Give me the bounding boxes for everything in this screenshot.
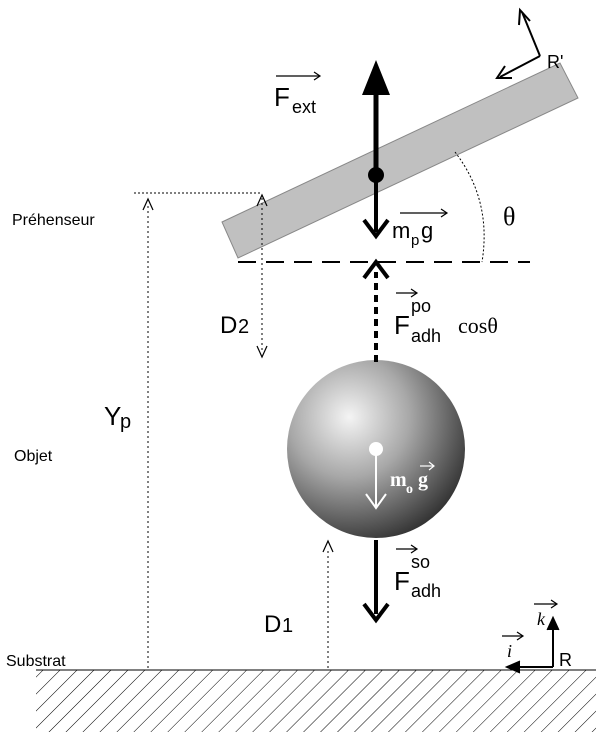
fadh-po-arrow-head (362, 258, 390, 280)
r-axis-k-head (546, 615, 560, 631)
fext-symbol: F (274, 82, 290, 112)
i-label: i (507, 641, 512, 661)
fadh-po-subscript: adh (411, 326, 441, 346)
r-label: R (559, 650, 572, 670)
theta-arc (454, 151, 485, 263)
r-prime-label: R' (547, 52, 563, 72)
mog-arrow-head (365, 493, 387, 510)
fadh-po-vector-tip (410, 288, 419, 298)
r-prime-axis-2 (499, 55, 541, 78)
mog-g: g (418, 469, 428, 491)
sphere-center-point (369, 442, 383, 456)
r-prime-axis-2-head (495, 65, 512, 79)
fadh-so-superscript: so (411, 552, 430, 572)
label-prehenseur: Préhenseur (12, 212, 95, 229)
yp-symbol: Y (104, 401, 121, 431)
gripper-bar (221, 62, 579, 259)
fext-subscript: ext (292, 97, 316, 117)
fadh-so-vector-tip (410, 544, 419, 554)
fext-arrow-head (362, 60, 390, 95)
label-substrat: Substrat (6, 653, 66, 670)
i-vector-tip (516, 631, 525, 641)
d1-arrow-head (322, 539, 334, 553)
d2-symbol: D (220, 312, 237, 339)
label-objet: Objet (14, 448, 53, 465)
r-prime-axis-1-head (518, 7, 531, 26)
k-vector-tip (550, 599, 559, 609)
fext-vector-tip (313, 71, 322, 81)
mog-vector-tip (428, 461, 435, 471)
d2-arrow-bottom (256, 345, 268, 359)
yp-arrow-head (142, 197, 154, 211)
mog-subscript: o (406, 482, 413, 497)
k-label: k (537, 609, 546, 629)
fadh-so-arrow-head (362, 602, 390, 624)
mpg-arrow-head (362, 218, 390, 240)
fadh-po-symbol: F (394, 310, 410, 340)
gripper-center-point (368, 167, 384, 183)
yp-subscript: p (120, 411, 131, 433)
fadh-so-symbol: F (394, 566, 410, 596)
d2-subscript: 2 (238, 316, 249, 338)
substrate-hatch (36, 670, 596, 732)
mog-symbol: m (390, 469, 407, 491)
mpg-g: g (421, 218, 433, 243)
mpg-subscript: p (411, 232, 419, 249)
fadh-po-superscript: po (411, 296, 431, 316)
mpg-vector-tip (440, 208, 449, 218)
theta-label: θ (503, 202, 515, 231)
fadh-so-subscript: adh (411, 581, 441, 601)
r-axis-i-head (504, 660, 521, 674)
d2-arrow-top (256, 193, 268, 207)
fadh-po-cos: cosθ (458, 313, 498, 338)
d1-symbol: D (264, 611, 281, 638)
r-prime-axis-1 (521, 11, 541, 57)
d1-subscript: 1 (282, 615, 293, 637)
mpg-symbol: m (392, 218, 410, 243)
